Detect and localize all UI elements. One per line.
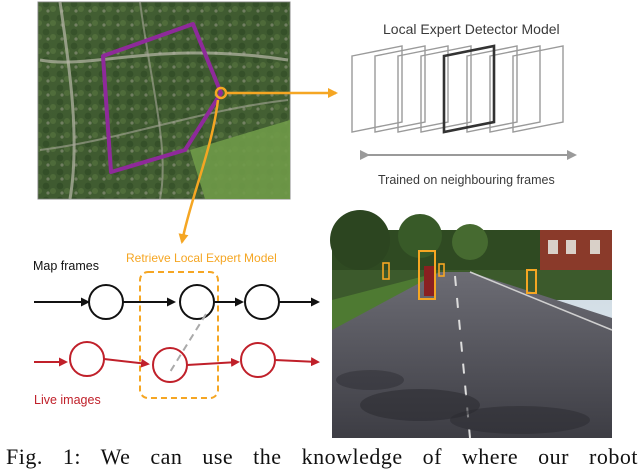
live-image-node xyxy=(152,347,188,383)
expert-model-frames xyxy=(351,44,564,134)
live-images-label: Live images xyxy=(34,393,101,407)
route-outline xyxy=(101,22,223,174)
live-images-row xyxy=(34,341,320,383)
detection-box xyxy=(418,250,436,300)
street-camera-image xyxy=(330,210,613,439)
map-frames-row xyxy=(34,284,320,320)
detection-box xyxy=(382,262,390,280)
retrieve-highlight-box xyxy=(139,271,219,399)
map-frame-node xyxy=(244,284,280,320)
expert-model-title: Local Expert Detector Model xyxy=(383,21,560,37)
detection-box xyxy=(438,263,445,277)
live-image-node xyxy=(69,341,105,377)
trained-range-label: Trained on neighbouring frames xyxy=(378,173,555,187)
map-frames-label: Map frames xyxy=(33,259,99,273)
aerial-map-image xyxy=(37,1,291,200)
map-frame-node xyxy=(88,284,124,320)
map-frame-node xyxy=(179,284,215,320)
live-image-node xyxy=(240,342,276,378)
detection-box xyxy=(526,269,537,294)
retrieve-model-label: Retrieve Local Expert Model xyxy=(126,251,277,265)
arrow-to-retrieve xyxy=(178,99,220,244)
figure-caption: Fig. 1: We can use the knowledge of wher… xyxy=(6,444,638,469)
active-expert-frame xyxy=(442,44,496,134)
